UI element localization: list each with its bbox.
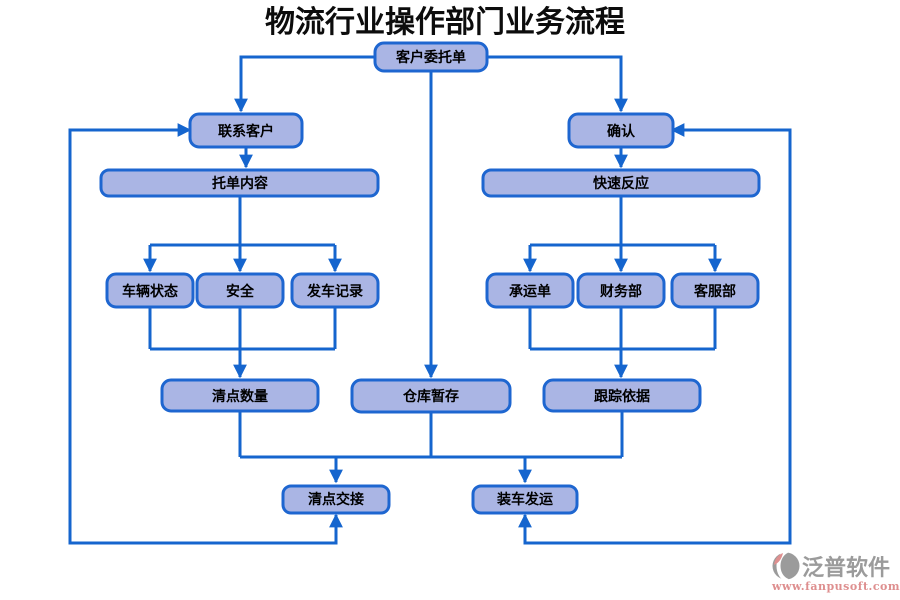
node-departure-record: 发车记录 [290,272,380,309]
fanpu-logo-icon [772,549,800,583]
node-quick-response-label: 快速反应 [593,175,649,192]
watermark-brand: 泛普软件 [802,555,890,581]
node-customer-order: 客户委托单 [373,41,489,73]
node-count-quantity: 清点数量 [160,378,320,413]
node-quick-response-box [481,168,761,198]
node-count-handover: 清点交接 [281,484,391,515]
node-customer-order-label: 客户委托单 [395,49,466,66]
node-contact-customer: 联系客户 [188,112,304,149]
edge-loop-load-ship-confirm [518,123,792,545]
node-confirm-box [567,112,675,149]
node-order-content-label: 托单内容 [212,175,268,192]
node-vehicle-status: 车辆状态 [105,272,195,309]
node-quick-response: 快速反应 [481,168,761,198]
node-count-quantity-box [160,378,320,413]
node-load-ship-box [471,484,579,515]
node-contact-customer-box [188,112,304,149]
node-contact-customer-label: 联系客户 [218,123,274,140]
node-vehicle-status-label: 车辆状态 [122,283,178,300]
diagram-title: 物流行业操作部门业务流程 [265,5,625,40]
node-customer-service-dept: 客服部 [670,272,760,309]
node-finance-dept-label: 财务部 [599,283,642,300]
edge-loop-count-handover-contact-customer [68,123,343,545]
node-finance-dept: 财务部 [576,272,666,309]
node-safety: 安全 [195,272,285,309]
node-departure-record-box [290,272,380,309]
node-confirm-label: 确认 [607,123,636,140]
node-customer-order-box [373,41,489,73]
node-count-handover-box [281,484,391,515]
node-safety-label: 安全 [226,283,255,300]
node-count-quantity-label: 清点数量 [212,388,268,405]
node-safety-box [195,272,285,309]
node-finance-dept-box [576,272,666,309]
node-vehicle-status-box [105,272,195,309]
nodes-layer: 客户委托单 联系客户 确认 托单内容 快速反应 车辆状态 安全 [99,41,761,515]
edge-customer-order-to-contact-customer [234,55,375,113]
node-order-content-box [99,168,380,198]
node-carrier-order: 承运单 [485,272,575,309]
node-tracking-basis-box [542,378,702,413]
node-customer-service-dept-box [670,272,760,309]
node-carrier-order-label: 承运单 [509,283,551,300]
watermark: 泛普软件 www.fanpusoft.com [771,549,900,593]
node-customer-service-dept-label: 客服部 [693,283,736,300]
node-confirm: 确认 [567,112,675,149]
node-load-ship: 装车发运 [471,484,579,515]
node-load-ship-label: 装车发运 [496,491,553,508]
node-order-content: 托单内容 [99,168,380,198]
node-count-handover-label: 清点交接 [308,491,364,508]
node-warehouse-storage-box [350,378,512,414]
watermark-url: www.fanpusoft.com [771,580,900,593]
node-tracking-basis: 跟踪依据 [542,378,702,413]
node-carrier-order-box [485,272,575,309]
edge-customer-order-to-confirm [487,55,628,113]
node-warehouse-storage-label: 仓库暂存 [402,388,459,405]
node-departure-record-label: 发车记录 [306,283,363,300]
node-tracking-basis-label: 跟踪依据 [594,388,650,405]
node-warehouse-storage: 仓库暂存 [350,378,512,414]
edges-layer [68,55,792,545]
